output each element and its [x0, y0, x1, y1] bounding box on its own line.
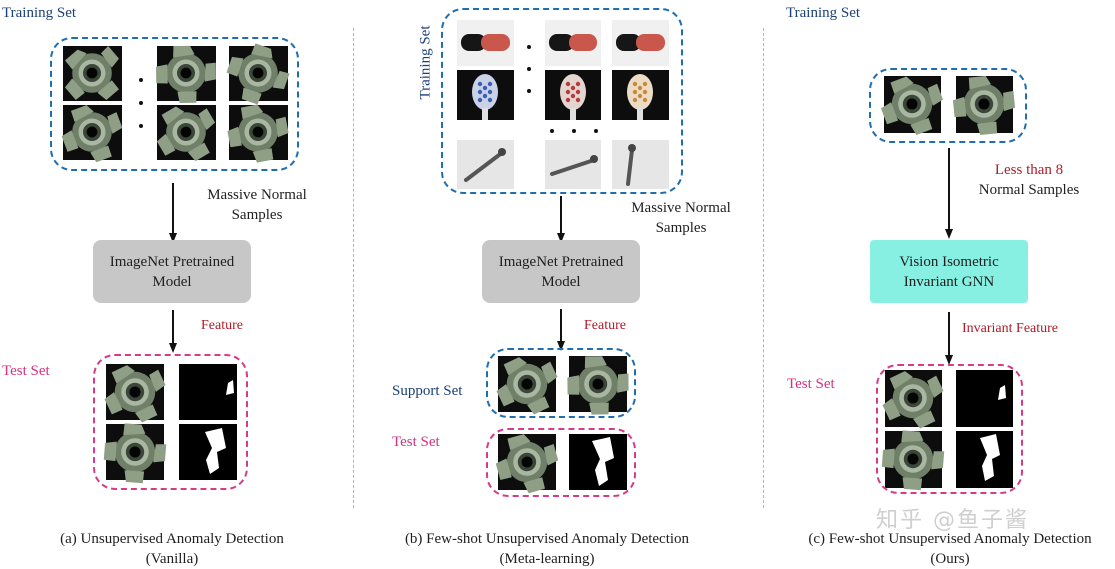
massive-line2: Samples: [231, 207, 283, 223]
anomaly-mask: [956, 431, 1013, 488]
panel-a-test-label: Test Set: [2, 363, 50, 379]
panel-c-training-box: [869, 68, 1027, 143]
normal-samples-line: Normal Samples: [978, 182, 1080, 198]
panel-c-test-box: [876, 364, 1023, 494]
model-line1: ImageNet Pretrained: [498, 253, 624, 270]
capsule-image: [457, 20, 514, 66]
less-than-line: Less than 8: [994, 162, 1064, 178]
panel-a-model-box: ImageNet Pretrained Model: [93, 240, 251, 303]
panel-a-training-label: Training Set: [2, 5, 77, 21]
model-line2: Model: [152, 273, 192, 290]
nut-image: [63, 46, 122, 101]
model-line2: Invariant GNN: [903, 273, 995, 290]
panel-c-test-label: Test Set: [787, 376, 835, 392]
panel-a-test-box: [93, 354, 248, 490]
panel-b-training-label: Training Set: [417, 25, 434, 100]
model-line2: Model: [541, 273, 581, 290]
massive-line2: Samples: [655, 220, 707, 236]
panel-c-model-box: Vision Isometric Invariant GNN: [870, 240, 1028, 303]
panel-b-test-label: Test Set: [392, 434, 440, 450]
ellipsis-dot: [572, 129, 576, 133]
caption-line2: (Meta-learning): [499, 551, 595, 567]
panel-c-training-label: Training Set: [786, 5, 861, 21]
panel-b-model-box: ImageNet Pretrained Model: [482, 240, 640, 303]
massive-line1: Massive Normal: [631, 200, 731, 216]
nut-image: [57, 97, 127, 167]
watermark: 知乎 @鱼子酱: [876, 508, 1029, 533]
nut-image: [876, 68, 948, 140]
capsule-image: [612, 20, 669, 66]
toothbrush-image: [612, 70, 669, 120]
toothbrush-image: [457, 70, 514, 120]
ellipsis-dot: [527, 45, 531, 49]
model-line1: Vision Isometric: [899, 253, 999, 270]
nut-image: [945, 65, 1023, 143]
panel-b-feature-label: Feature: [584, 318, 626, 333]
caption-line1: (c) Few-shot Unsupervised Anomaly Detect…: [808, 531, 1092, 547]
panel-c-caption: (c) Few-shot Unsupervised Anomaly Detect…: [787, 529, 1113, 569]
ellipsis-dot: [527, 67, 531, 71]
caption-line2: (Ours): [930, 551, 970, 567]
ellipsis-dot: [594, 129, 598, 133]
caption-line2: (Vanilla): [145, 551, 199, 567]
nut-image: [147, 34, 225, 112]
panel-c-less-label: Less than 8 Normal Samples: [962, 160, 1096, 200]
screw-image: [457, 140, 514, 189]
massive-line1: Massive Normal: [207, 187, 307, 203]
model-line1: ImageNet Pretrained: [109, 253, 235, 270]
panel-b-support-label: Support Set: [392, 383, 463, 399]
panel-b-caption: (b) Few-shot Unsupervised Anomaly Detect…: [372, 529, 722, 569]
ellipsis-dot: [139, 78, 143, 82]
screw-image: [612, 140, 669, 189]
panel-b-training-box: [441, 8, 683, 194]
ellipsis-dot: [139, 101, 143, 105]
panel-b-support-box: [486, 348, 636, 418]
screw-image: [545, 140, 601, 189]
caption-line1: (b) Few-shot Unsupervised Anomaly Detect…: [404, 531, 690, 547]
panel-divider: [353, 28, 354, 508]
panel-b-test-box: [486, 428, 636, 497]
ellipsis-dot: [527, 89, 531, 93]
ellipsis-dot: [550, 129, 554, 133]
caption-line1: (a) Unsupervised Anomaly Detection: [60, 531, 284, 547]
test-nut-image: [101, 358, 169, 426]
capsule-image: [545, 20, 601, 66]
test-nut-image: [95, 412, 175, 492]
panel-a-feature-label: Feature: [201, 318, 243, 333]
nut-image: [154, 100, 218, 164]
panel-a-caption: (a) Unsupervised Anomaly Detection (Vani…: [22, 529, 322, 569]
panel-b-massive-label: Massive Normal Samples: [616, 198, 746, 238]
panel-a-training-box: [50, 37, 299, 171]
toothbrush-image: [545, 70, 601, 120]
panel-a-massive-label: Massive Normal Samples: [194, 185, 320, 225]
panel-c-feature-label: Invariant Feature: [962, 321, 1059, 336]
ellipsis-dot: [139, 124, 143, 128]
panel-divider: [763, 28, 764, 508]
